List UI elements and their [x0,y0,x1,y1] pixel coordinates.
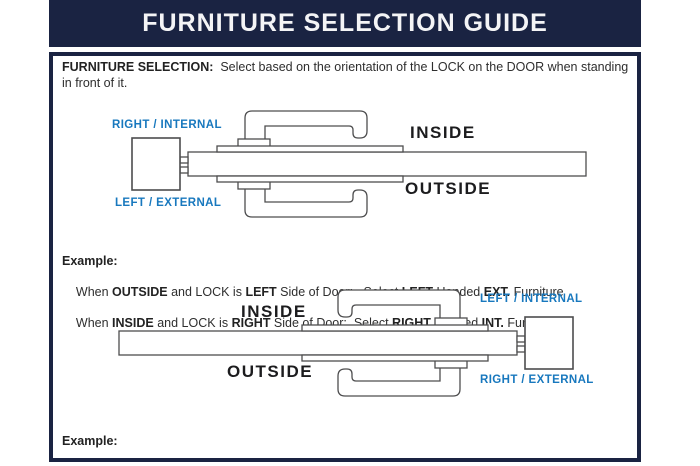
example2-heading: Example: [62,434,118,448]
page-title: FURNITURE SELECTION GUIDE [142,9,548,37]
spindle-tab-top [179,156,189,164]
diagram1-internal-hand-label: RIGHT / INTERNAL [112,119,222,131]
diagram1-external-hand-label: LEFT / EXTERNAL [115,197,222,209]
diagram2-inside-label: INSIDE [241,302,307,321]
intro-body: Select based on the orientation of the L… [62,60,632,90]
spindle-tab-bottom [179,166,189,174]
door-panel [187,151,587,177]
diagram2-external-hand-label: RIGHT / EXTERNAL [480,374,594,386]
intro-label: FURNITURE SELECTION: [62,60,214,74]
example-block-2: Example: When OUTSIDE and LOCK is RIGHT … [62,403,637,466]
title-bar: FURNITURE SELECTION GUIDE [49,0,641,47]
door-handle-assembly [131,110,587,218]
diagram2-internal-hand-label: LEFT / INTERNAL [480,293,583,305]
diagram2-outside-label: OUTSIDE [227,362,314,381]
door-handing-diagram-bottom [118,289,574,397]
door-handing-diagram-top [131,110,587,218]
diagram1-outside-label: OUTSIDE [405,179,492,198]
lever-handle-inside-icon [244,110,368,146]
lever-handle-outside-icon [244,182,368,218]
backplate-inside [216,145,404,153]
backplate-outside [216,175,404,183]
diagram1-inside-label: INSIDE [410,123,476,142]
intro-text: FURNITURE SELECTION: Select based on the… [62,60,634,91]
example1-heading: Example: [62,254,118,268]
door-handle-assembly-mirrored [118,289,574,397]
lock-body [131,137,181,191]
